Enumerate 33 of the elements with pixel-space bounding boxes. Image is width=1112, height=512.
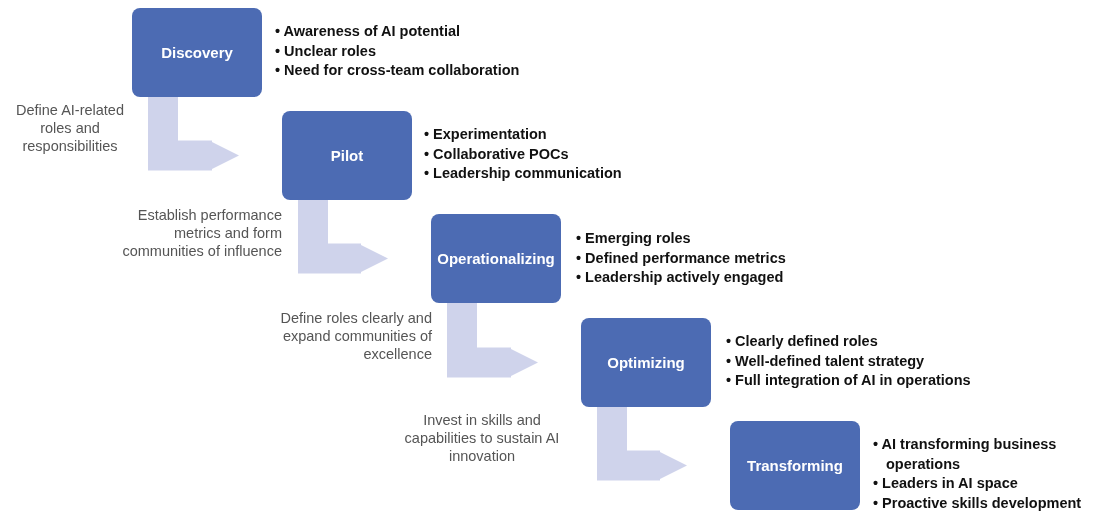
- stage-title: Pilot: [330, 147, 364, 164]
- bullet-item: • Proactive skills development: [873, 493, 1083, 512]
- stage-box: [730, 421, 860, 510]
- edge-label: Establish performance metrics and form communities of influence: [121, 206, 282, 260]
- stage-title: Discovery: [161, 44, 233, 61]
- bullet-item: • Experimentation: [424, 125, 548, 144]
- bent-arrow: [447, 303, 538, 378]
- stage-title: Transforming: [747, 457, 843, 474]
- stage-box: [132, 8, 262, 97]
- bullet-item: • Full integration of AI in operations: [726, 371, 972, 390]
- edge-label: Invest in skills and capabilities to sustain AI innovation: [403, 411, 561, 465]
- bullet-item: • Leadership actively engaged: [576, 268, 785, 287]
- bullet-item: • Emerging roles: [576, 229, 692, 248]
- stage-title: Operationalizing: [437, 250, 555, 267]
- bullet-item: • Defined performance metrics: [576, 248, 787, 268]
- bullet-item: • Leaders in AI space: [873, 474, 1019, 493]
- edge-label: Define roles clearly and expand communities of excellence: [279, 309, 432, 363]
- bullet-item: • Well-defined talent strategy: [726, 351, 926, 371]
- bullet-item: • Leadership communication: [424, 164, 623, 183]
- bullet-item: • Clearly defined roles: [726, 332, 879, 351]
- bent-arrow: [597, 407, 687, 481]
- stage-box: [581, 318, 711, 407]
- bent-arrow: [298, 200, 388, 274]
- edge-label: Define AI-related roles and responsibilities: [15, 101, 125, 155]
- bullet-item: • Need for cross-team collaboration: [275, 61, 521, 80]
- stage-box: [431, 214, 561, 303]
- bent-arrow: [148, 97, 239, 171]
- bullet-item: • Awareness of AI potential: [275, 22, 462, 41]
- stage-box: [282, 111, 412, 200]
- bullet-item: • Unclear roles: [275, 41, 377, 61]
- bullet-item: • AI transforming business operations: [873, 435, 1058, 474]
- stage-title: Optimizing: [607, 354, 685, 371]
- bullet-item: • Collaborative POCs: [424, 144, 570, 164]
